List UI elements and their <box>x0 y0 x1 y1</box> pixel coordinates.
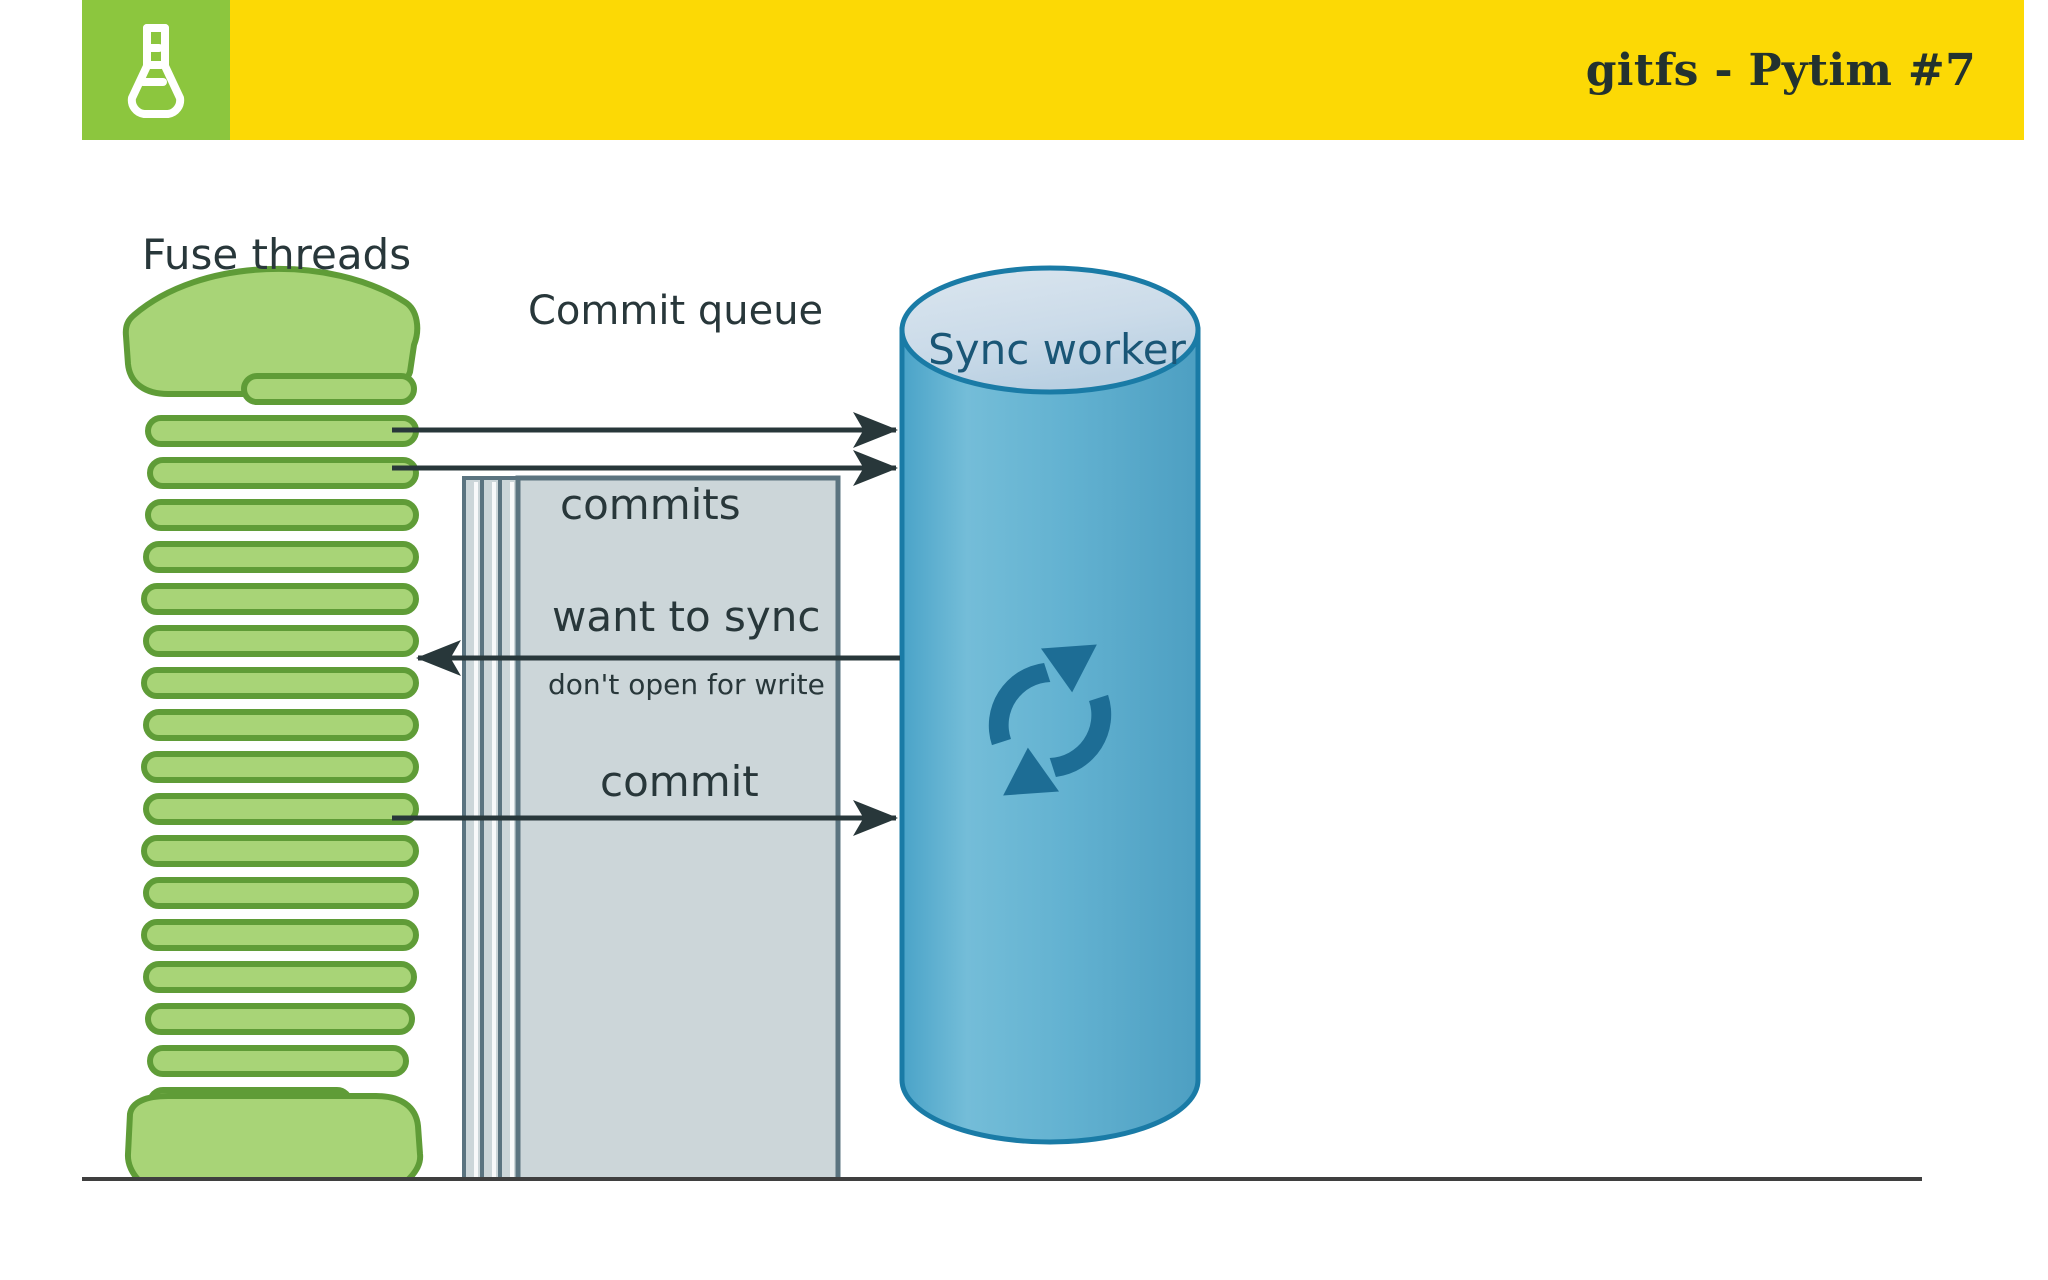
label-commit-queue: Commit queue <box>528 288 824 334</box>
cylinder-icon <box>899 265 1201 1145</box>
flask-icon <box>119 20 193 120</box>
footer-divider <box>82 1177 1922 1181</box>
header-yellow-band <box>82 0 2024 140</box>
logo-badge <box>82 0 230 140</box>
label-fuse-threads: Fuse threads <box>142 230 412 279</box>
label-commits: commits <box>560 480 741 529</box>
label-sync-worker: Sync worker <box>928 325 1186 374</box>
label-dont-open-for-write: don't open for write <box>548 668 825 701</box>
label-want-to-sync: want to sync <box>552 592 821 641</box>
card-stack-icon <box>462 475 841 1180</box>
thread-spool-icon <box>122 265 424 1180</box>
sync-refresh-icon <box>988 644 1112 796</box>
diagram-canvas: Fuse threads Commit queue Sync worker co… <box>0 140 2048 1180</box>
header-bar: gitfs - Pytim #7 <box>0 0 2024 140</box>
page-title: gitfs - Pytim #7 <box>1585 44 1976 96</box>
label-commit: commit <box>600 757 759 806</box>
